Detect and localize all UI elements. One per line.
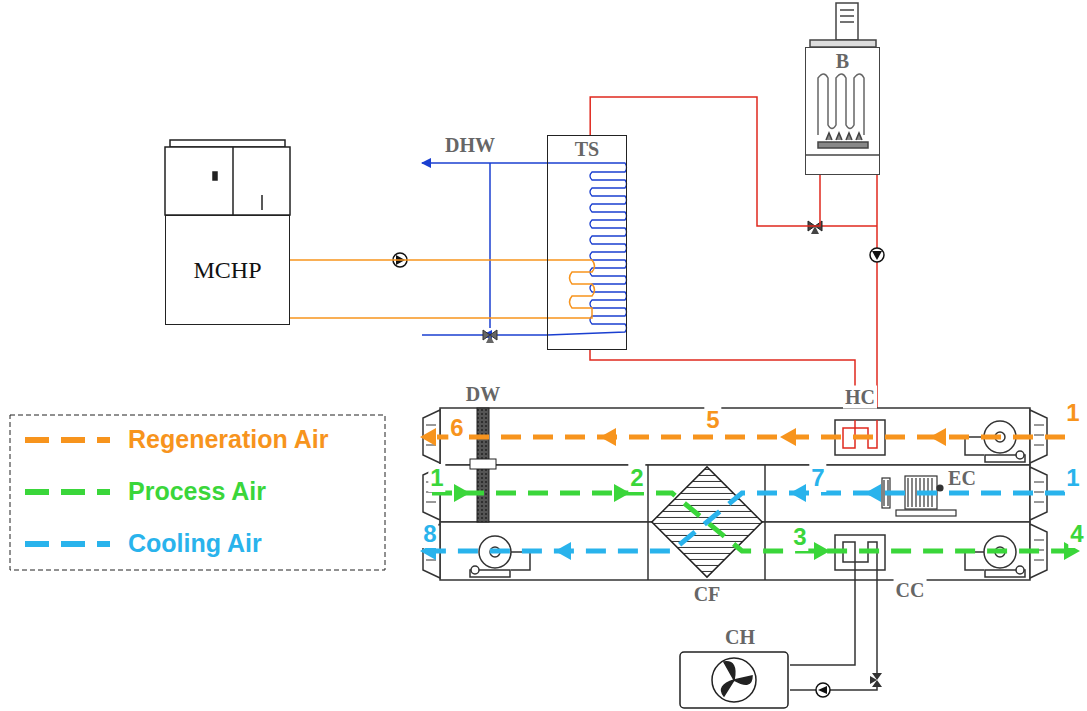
part-name: DHW bbox=[443, 134, 497, 157]
part-name: EC bbox=[946, 467, 978, 490]
mchp-coil bbox=[547, 260, 595, 318]
part-name: DW bbox=[464, 383, 502, 406]
part-name: HC bbox=[843, 386, 877, 409]
legend-swatch bbox=[25, 541, 110, 547]
storage-tank: TS bbox=[547, 135, 627, 350]
boiler-body bbox=[805, 3, 880, 155]
legend-text: Process Air bbox=[128, 479, 266, 504]
part-name: CF bbox=[692, 583, 723, 606]
legend-frame bbox=[10, 415, 385, 570]
pump bbox=[870, 248, 884, 262]
dhw-pipes bbox=[422, 163, 590, 335]
pipe-connector bbox=[590, 97, 820, 226]
desiccant-wheel bbox=[470, 408, 496, 522]
node-label: MCHP bbox=[193, 257, 261, 283]
chp-unit-box: MCHP bbox=[165, 215, 290, 325]
pipe-connector bbox=[290, 318, 547, 319]
flow-arrowheads bbox=[420, 428, 1080, 560]
node-label: B bbox=[836, 50, 849, 72]
callout-number: 3 bbox=[791, 523, 808, 551]
callout-number: 1 bbox=[1064, 399, 1081, 427]
cooling-coil bbox=[790, 535, 885, 690]
three-way-valve bbox=[870, 673, 882, 687]
callout-number: 6 bbox=[448, 414, 465, 442]
fans bbox=[470, 421, 1025, 577]
mixing-valve bbox=[483, 330, 497, 343]
air-flows bbox=[432, 437, 1070, 551]
part-name: CH bbox=[723, 626, 757, 649]
callout-number: 8 bbox=[421, 520, 438, 548]
legend-swatch bbox=[25, 489, 110, 495]
part-name: CC bbox=[894, 579, 927, 602]
pipe-connector bbox=[290, 260, 547, 261]
pump bbox=[816, 683, 830, 697]
callout-number: 4 bbox=[1068, 520, 1085, 548]
legend-text: Regeneration Air bbox=[128, 427, 329, 452]
chiller-unit bbox=[680, 652, 788, 708]
callout-number: 1 bbox=[428, 464, 445, 492]
mchp-cabinet bbox=[165, 140, 290, 215]
tank-coil bbox=[547, 163, 627, 335]
evaporative-cooler bbox=[882, 476, 956, 516]
heating-pipes bbox=[590, 175, 877, 420]
legend-text: Cooling Air bbox=[128, 531, 262, 556]
callout-number: 1 bbox=[1064, 464, 1081, 492]
callout-number: 2 bbox=[628, 464, 645, 492]
callout-number: 5 bbox=[704, 406, 721, 434]
boiler-box: B bbox=[805, 47, 880, 175]
legend-swatch bbox=[25, 437, 110, 443]
callout-number: 7 bbox=[809, 464, 826, 492]
node-label: TS bbox=[575, 138, 599, 160]
